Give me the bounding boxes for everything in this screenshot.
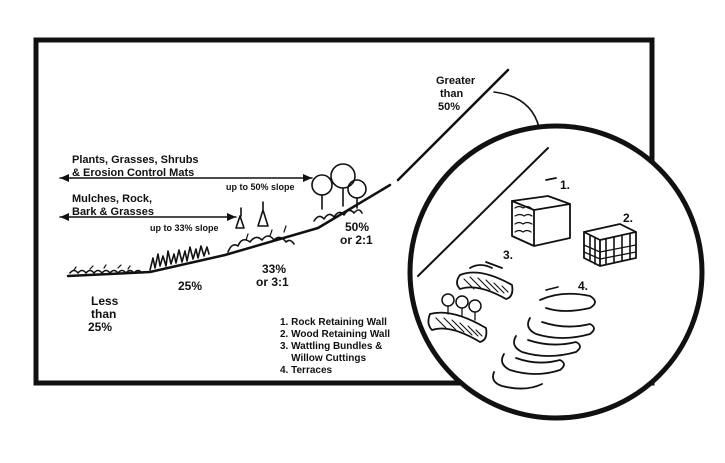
legend-item-3: 3. Wattling Bundles & — [280, 341, 382, 352]
slope-percent-labels: Less than 25% 25% 33% or 3:1 50% or 2:1 … — [88, 75, 476, 334]
p50-label-line1: 50% — [345, 220, 369, 234]
terraces-illustration — [492, 286, 596, 390]
inset-illustrations — [417, 147, 637, 390]
wood-retaining-wall-illustration — [583, 223, 637, 267]
legend-item-2: 2. Wood Retaining Wall — [280, 329, 390, 340]
legend-item-3-cont: Willow Cuttings — [280, 353, 366, 364]
inset-number-1: 1. — [560, 178, 570, 192]
inset-number-4: 4. — [578, 279, 588, 293]
less-label-line3: 25% — [88, 320, 112, 334]
grass-tufts — [149, 245, 210, 271]
plants-label-line1: Plants, Grasses, Shrubs — [72, 154, 199, 166]
p25-label: 25% — [178, 279, 202, 293]
plants-label-line2: & Erosion Control Mats — [72, 167, 194, 179]
trees-50 — [311, 163, 367, 222]
inset-number-3: 3. — [503, 248, 513, 262]
legend-item-1: 1. Rock Retaining Wall — [280, 317, 387, 328]
p33-label-line2: or 3:1 — [256, 275, 289, 289]
inset-circle — [407, 123, 705, 421]
plants-range-label: up to 50% slope — [226, 182, 295, 192]
mulches-range-label: up to 33% slope — [150, 223, 219, 233]
greater-label-line3: 50% — [438, 101, 460, 113]
mulches-label-line2: Bark & Grasses — [72, 206, 154, 218]
greater-label-line2: than — [440, 88, 464, 100]
greater-label-line1: Greater — [436, 75, 476, 87]
inset-number-2: 2. — [623, 211, 633, 225]
less-label-line2: than — [91, 307, 116, 321]
rock-retaining-wall-illustration — [511, 177, 571, 247]
p33-label-line1: 33% — [262, 262, 286, 276]
less-label-line1: Less — [91, 294, 119, 308]
shrubs-33 — [227, 201, 295, 253]
wattling-bundles-illustration — [427, 261, 514, 343]
p50-label-line2: or 2:1 — [340, 233, 373, 247]
range-labels: Plants, Grasses, Shrubs & Erosion Contro… — [72, 154, 295, 233]
legend: 1. Rock Retaining Wall 2. Wood Retaining… — [280, 317, 390, 376]
inset-number-labels: 1. 2. 3. 4. — [503, 178, 633, 293]
mulches-label-line1: Mulches, Rock, — [72, 193, 152, 205]
range-arrows — [59, 174, 313, 221]
legend-item-4: 4. Terraces — [280, 365, 333, 376]
